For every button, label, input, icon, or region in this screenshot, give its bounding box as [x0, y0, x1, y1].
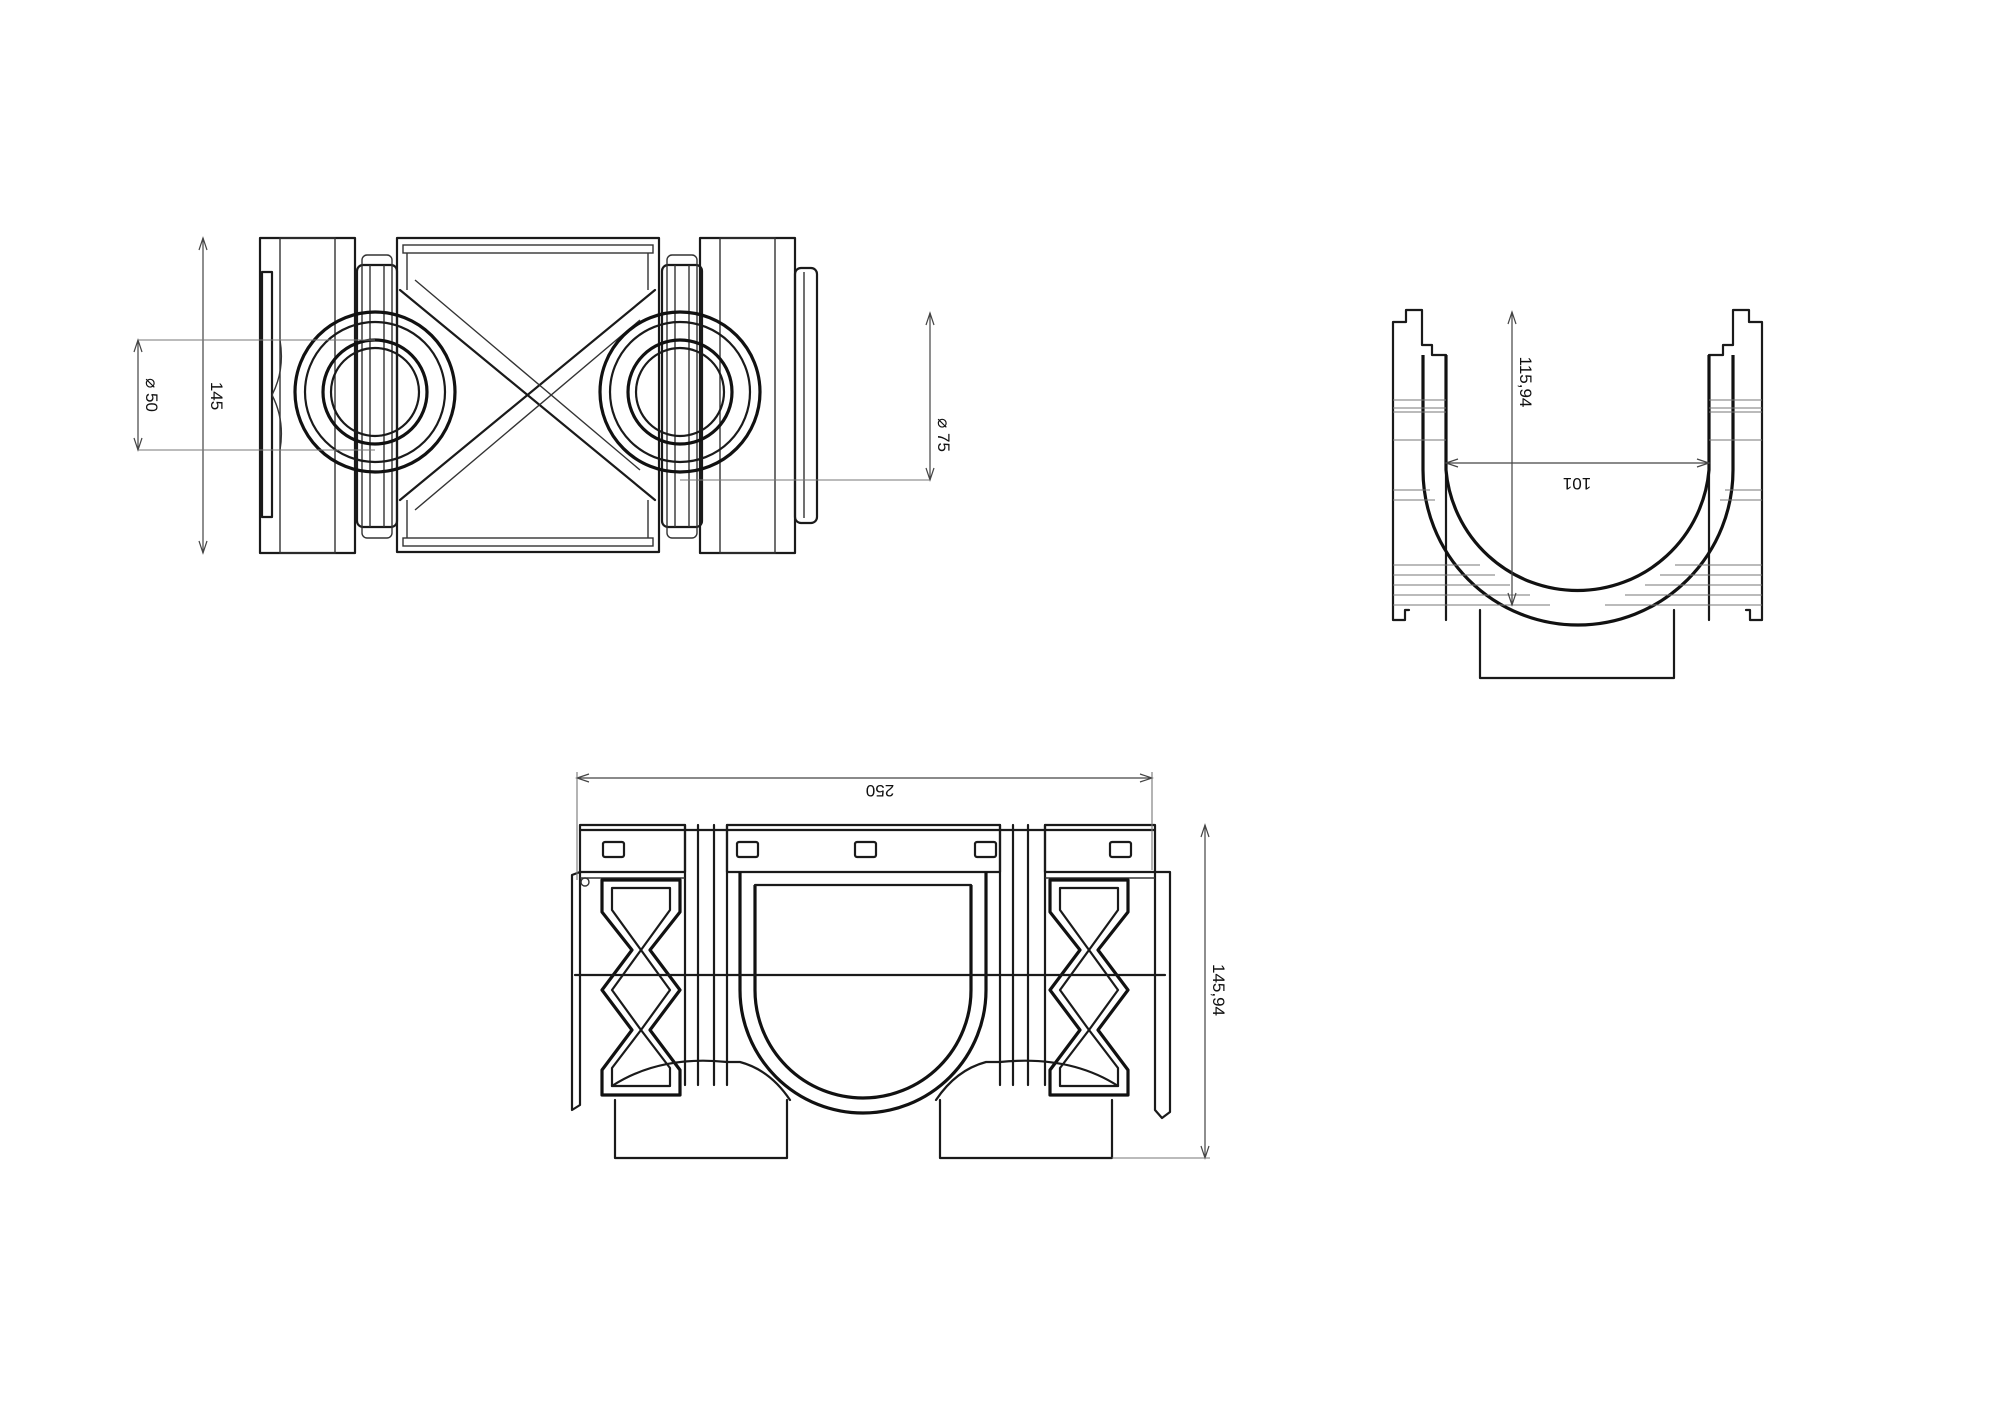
center-box — [395, 236, 661, 554]
right-end-block — [698, 236, 819, 555]
left-x-truss — [600, 878, 682, 1097]
dim-dia-50-label: ⌀ 50 — [142, 378, 161, 412]
left-shoulder — [610, 1059, 792, 1102]
right-x-truss — [1048, 878, 1130, 1097]
right-shoulder — [934, 1059, 1120, 1102]
dim-depth-label: 115,94 — [1516, 357, 1535, 408]
dim-depth-115-94: 115,94 — [1507, 310, 1535, 607]
dim-side-height-label: 145,94 — [1209, 964, 1228, 1016]
rib-lines — [1393, 399, 1762, 606]
right-end-panel — [1045, 870, 1172, 1120]
outlet-dn75 — [598, 310, 762, 474]
end-view: 115,94 101 — [1391, 308, 1764, 680]
dim-length-250: 250 — [575, 772, 1154, 880]
dim-height-145: 145 — [198, 236, 226, 555]
dim-width-101: 101 — [1444, 458, 1711, 493]
bottom-outlet — [1478, 608, 1676, 680]
left-end-block — [258, 236, 357, 555]
dim-dia-75-label: ⌀ 75 — [934, 418, 953, 452]
dim-height-label: 145 — [207, 382, 226, 410]
end-view-outline — [1391, 308, 1764, 622]
dim-height-145-94: 145,94 — [1112, 823, 1228, 1160]
center-u-channel — [738, 872, 988, 1115]
dim-dia-50: ⌀ 50 — [133, 338, 375, 452]
left-bottom-outlet — [613, 1098, 789, 1160]
u-channel-outer — [1421, 355, 1735, 627]
top-rail — [578, 823, 1157, 1087]
dim-width-label: 101 — [1563, 474, 1591, 493]
left-inner-connector — [355, 254, 399, 539]
outlet-dn50 — [293, 310, 457, 474]
u-channel-inner — [1444, 355, 1711, 593]
dim-dia-75: ⌀ 75 — [680, 311, 953, 482]
dim-length-label: 250 — [866, 781, 894, 800]
right-inner-connector — [660, 254, 704, 539]
top-view: 145 ⌀ 50 ⌀ 75 — [133, 236, 953, 555]
right-bottom-outlet — [938, 1098, 1114, 1160]
side-view: 250 145,94 — [570, 772, 1228, 1160]
